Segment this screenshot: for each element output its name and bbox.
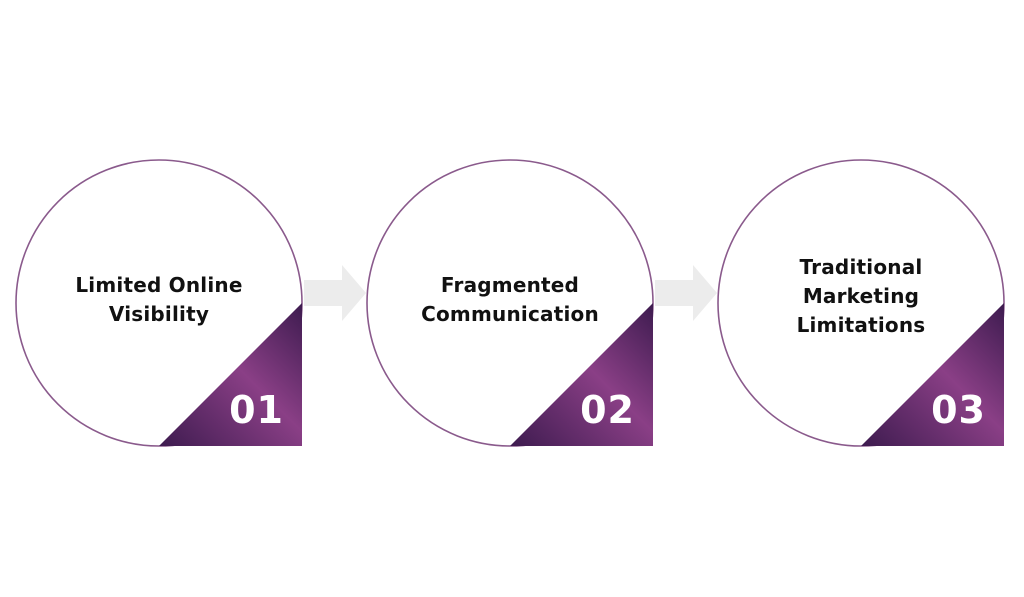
step-3-graphic (717, 159, 1005, 447)
step-3-title-line-2: Marketing (802, 284, 920, 308)
step-3-title: Traditional Marketing Limitations (746, 253, 976, 340)
step-card-2: Fragmented Communication 02 (365, 158, 655, 448)
step-2-graphic (366, 159, 654, 447)
step-2-title: Fragmented Communication (395, 271, 625, 329)
step-2-title-line-1: Fragmented (440, 273, 580, 297)
step-card-3: Traditional Marketing Limitations 03 (716, 158, 1006, 448)
step-3-number: 03 (931, 388, 986, 432)
step-2-title-line-2: Communication (421, 302, 599, 326)
step-card-1: Limited Online Visibility 01 (14, 158, 304, 448)
step-1-title-line-2: Visibility (108, 302, 210, 326)
step-2-corner (510, 303, 653, 446)
step-3-title-line-1: Traditional (799, 255, 923, 279)
step-1-title: Limited Online Visibility (44, 271, 274, 329)
arrow-right-icon (655, 265, 717, 321)
step-2-number: 02 (580, 388, 635, 432)
arrow-right-icon (304, 265, 366, 321)
step-3-corner (861, 303, 1004, 446)
step-1-title-line-1: Limited Online (75, 273, 243, 297)
step-1-number: 01 (229, 388, 284, 432)
step-1-corner (159, 303, 302, 446)
step-3-title-line-3: Limitations (796, 313, 926, 337)
step-1-graphic (15, 159, 303, 447)
